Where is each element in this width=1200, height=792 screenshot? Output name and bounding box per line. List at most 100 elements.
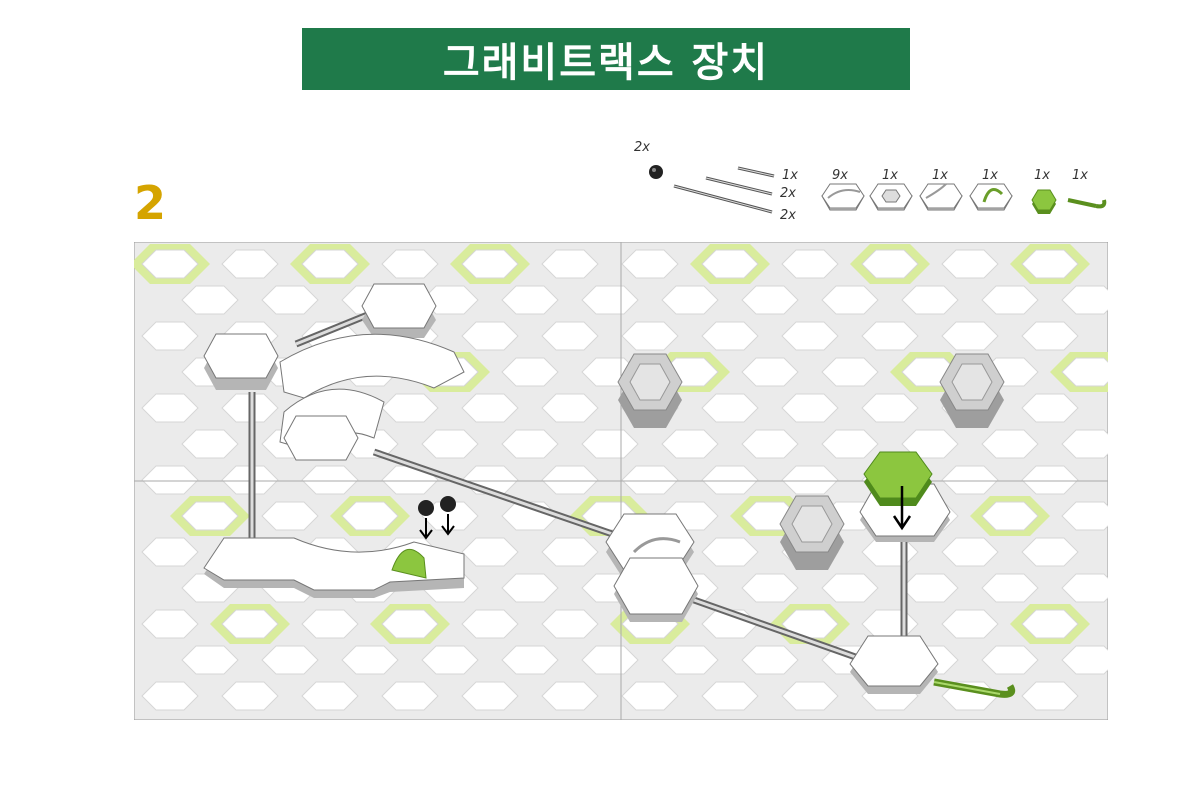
stack-tower-2: [939, 353, 1005, 428]
hex-cell: [581, 429, 639, 459]
hex-cell: [261, 645, 319, 675]
upper-left-tiles: [203, 283, 465, 461]
hex-cell: [221, 609, 279, 639]
tile-goal-start: [849, 635, 939, 687]
hex-cell: [141, 249, 199, 279]
junction-tile-icon: [919, 183, 963, 211]
hex-cell: [1021, 609, 1079, 639]
hex-cell: [181, 501, 239, 531]
goal-rail-icon: [1067, 198, 1107, 209]
hex-cell: [701, 465, 759, 495]
hex-cell: [541, 609, 599, 639]
hex-cell: [981, 501, 1039, 531]
stack-tower-3: [779, 495, 845, 570]
qty-medium-rail: 2x: [780, 186, 796, 201]
hex-cell: [501, 429, 559, 459]
hex-cell: [581, 645, 639, 675]
hex-cell: [1021, 249, 1079, 279]
hex-cell: [821, 573, 879, 603]
hex-cell: [381, 609, 439, 639]
hex-cell: [701, 537, 759, 567]
hex-cell: [541, 681, 599, 711]
hex-cell: [981, 285, 1039, 315]
marbles: [418, 496, 456, 540]
hex-cell: [901, 573, 959, 603]
marble-icon: [649, 165, 663, 179]
hex-cell: [741, 645, 799, 675]
curve-tile-icon: [821, 183, 865, 211]
center-tiles: [605, 513, 699, 622]
hex-cell: [141, 609, 199, 639]
board-diagram: [130, 241, 1130, 721]
hex-cell: [421, 501, 479, 531]
marble-2: [440, 496, 456, 512]
hex-cell: [821, 357, 879, 387]
title-banner: 그래비트랙스 장치: [302, 28, 910, 90]
hex-cell: [781, 681, 839, 711]
hex-cell: [341, 645, 399, 675]
hex-cell: [381, 393, 439, 423]
hex-cell: [141, 537, 199, 567]
hex-cell: [661, 645, 719, 675]
hex-cell: [581, 285, 639, 315]
rails: [248, 310, 908, 664]
hex-cell: [461, 681, 519, 711]
curve-track-upper: [279, 333, 465, 399]
hex-cell: [221, 249, 279, 279]
long-rail-icon: [673, 184, 773, 214]
hex-cell: [741, 573, 799, 603]
hex-cell: [181, 645, 239, 675]
hex-cell: [421, 429, 479, 459]
medium-rail-icon: [705, 176, 773, 196]
arrow-down-icon: [441, 514, 455, 536]
green-hex-tile: [863, 451, 933, 499]
hex-cell: [181, 285, 239, 315]
catcher-tile-icon: [869, 183, 913, 211]
hex-cell: [661, 285, 719, 315]
hex-cell: [261, 285, 319, 315]
hex-cell: [741, 285, 799, 315]
hex-cell: [1021, 465, 1079, 495]
hex-cell: [381, 465, 439, 495]
hex-cell: [421, 645, 479, 675]
hex-cell: [501, 285, 559, 315]
hex-cell: [301, 249, 359, 279]
hex-cell: [221, 681, 279, 711]
hex-cell: [141, 393, 199, 423]
hex-cell: [1021, 321, 1079, 351]
hex-cell: [941, 321, 999, 351]
hex-cell: [141, 465, 199, 495]
parts-icons: [649, 165, 1107, 214]
qty-marble: 2x: [634, 140, 650, 155]
hex-cell: [461, 609, 519, 639]
hex-cell: [541, 465, 599, 495]
hex-cell: [781, 249, 839, 279]
hex-cell: [461, 321, 519, 351]
hex-cell: [381, 249, 439, 279]
hex-cell: [621, 465, 679, 495]
launcher-piece: [391, 548, 427, 579]
hex-cell: [821, 429, 879, 459]
hex-cell: [861, 249, 919, 279]
arrow-down-icon: [419, 518, 433, 540]
marble-1: [418, 500, 434, 516]
hex-cell: [981, 429, 1039, 459]
parts-list: 2x 1x 2x 2x 9x 1x 1x 1x 1x 1x: [610, 138, 1130, 228]
hex-cell: [181, 429, 239, 459]
hex-cell: [941, 537, 999, 567]
hex-cell: [301, 609, 359, 639]
hex-cell: [1021, 681, 1079, 711]
lower-left-tiles: [203, 537, 465, 598]
hex-cell: [621, 249, 679, 279]
qty-catcher-tile: 1x: [882, 168, 898, 183]
hex-cell: [981, 573, 1039, 603]
qty-long-rail: 2x: [780, 208, 796, 223]
hex-cell: [501, 645, 559, 675]
hex-cell: [341, 501, 399, 531]
hex-cell: [501, 573, 559, 603]
hex-cell: [781, 393, 839, 423]
hex-cell: [701, 681, 759, 711]
hex-cell: [781, 465, 839, 495]
tile-top-level: [361, 283, 437, 329]
hex-cell: [621, 681, 679, 711]
